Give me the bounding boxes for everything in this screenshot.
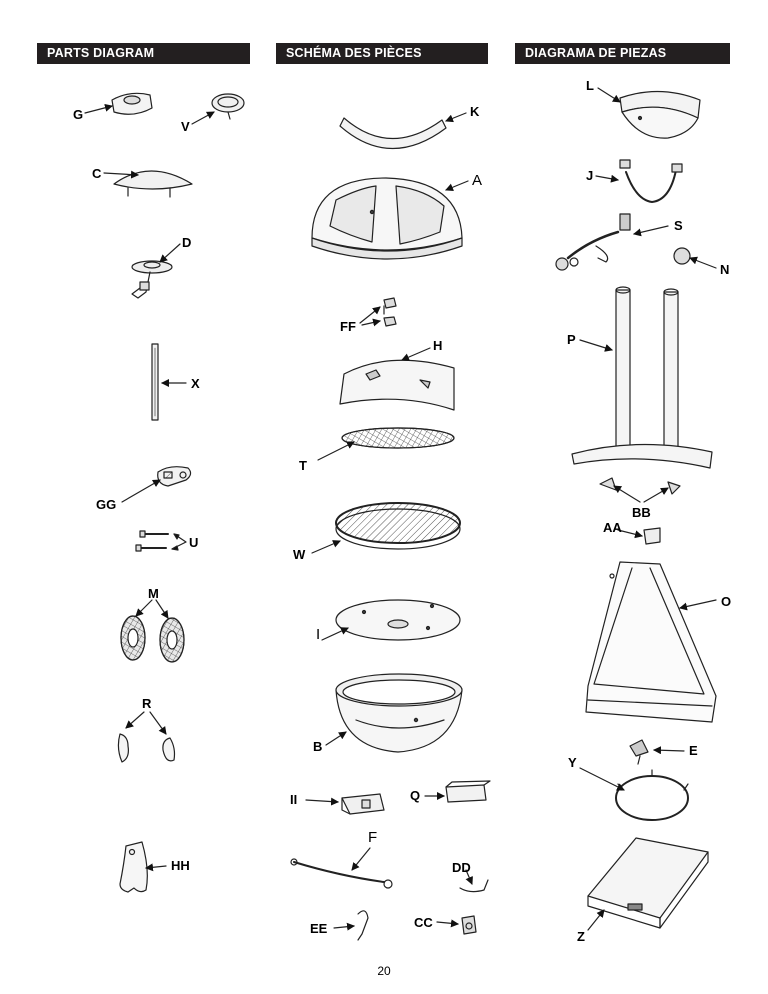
label-h: H [433, 338, 443, 353]
part-r-hubcaps [117, 711, 176, 763]
part-v-gauge [191, 93, 245, 125]
header-diagrama-de-piezas: DIAGRAMA DE PIEZAS [515, 43, 730, 64]
part-ff-clips [359, 297, 397, 327]
label-hh: HH [171, 858, 190, 873]
part-k-handle [339, 112, 467, 150]
part-o-frame [585, 561, 717, 723]
part-hh-tool [119, 841, 167, 893]
label-q: Q [410, 788, 421, 803]
label-k: K [470, 104, 480, 119]
part-u-bolts [135, 530, 187, 552]
part-j-bail [595, 159, 683, 203]
part-dd-probe [459, 869, 489, 893]
part-cc-nut [436, 915, 477, 935]
label-f: F [368, 829, 378, 846]
part-gg-bracket [121, 466, 192, 503]
part-bb-feet [599, 477, 681, 503]
label-gg: GG [96, 497, 117, 512]
label-r: R [142, 696, 152, 711]
page-number: 20 [377, 964, 391, 978]
part-ii-bracket [305, 793, 385, 815]
part-p-legs [571, 286, 713, 469]
header-parts-diagram: PARTS DIAGRAM [37, 43, 250, 64]
label-bb: BB [632, 505, 651, 520]
part-s-assembly [555, 213, 669, 271]
part-q-cup [424, 780, 491, 803]
label-v: V [181, 119, 190, 134]
part-c-cap [103, 170, 193, 198]
label-a: A [472, 172, 483, 189]
part-i-plate [321, 599, 461, 641]
label-p: P [567, 332, 576, 347]
label-t: T [299, 458, 307, 473]
label-dd: DD [452, 860, 471, 875]
label-x: X [191, 376, 200, 391]
label-y: Y [568, 755, 577, 770]
label-ee: EE [310, 921, 328, 936]
part-a-lid [311, 177, 469, 260]
label-o: O [721, 594, 732, 609]
label-i: I [316, 626, 321, 643]
label-u: U [189, 535, 199, 550]
part-b-bowl [325, 673, 463, 753]
part-aa-clip [617, 527, 661, 545]
label-b: B [313, 739, 323, 754]
label-g: G [73, 107, 84, 122]
label-z: Z [577, 929, 585, 944]
label-ii: II [290, 792, 298, 807]
part-d-damper [131, 243, 181, 299]
label-e: E [689, 743, 698, 758]
label-s: S [674, 218, 683, 233]
label-n: N [720, 262, 730, 277]
part-l-table [597, 87, 701, 139]
part-ee-clip [333, 910, 369, 941]
part-t-grate [317, 427, 455, 461]
header-schema-des-pieces: SCHÉMA DES PIÈCES [276, 43, 488, 64]
part-w-cooking-grid [311, 502, 461, 554]
part-n-knob [673, 247, 717, 269]
label-ff: FF [340, 319, 356, 334]
label-w: W [293, 547, 306, 562]
part-y-ring [579, 767, 689, 821]
label-aa: AA [603, 520, 622, 535]
label-l: L [586, 78, 594, 93]
part-h-shield [339, 347, 455, 411]
label-d: D [182, 235, 192, 250]
label-m: M [148, 586, 159, 601]
part-g-thermometer [84, 92, 153, 115]
part-z-tray [587, 837, 709, 931]
part-x-rod [151, 343, 187, 421]
label-c: C [92, 166, 102, 181]
part-f-wire [290, 847, 393, 889]
label-j: J [586, 168, 594, 183]
label-cc: CC [414, 915, 433, 930]
part-e-fitting [629, 739, 685, 765]
part-m-wheels [120, 599, 185, 663]
